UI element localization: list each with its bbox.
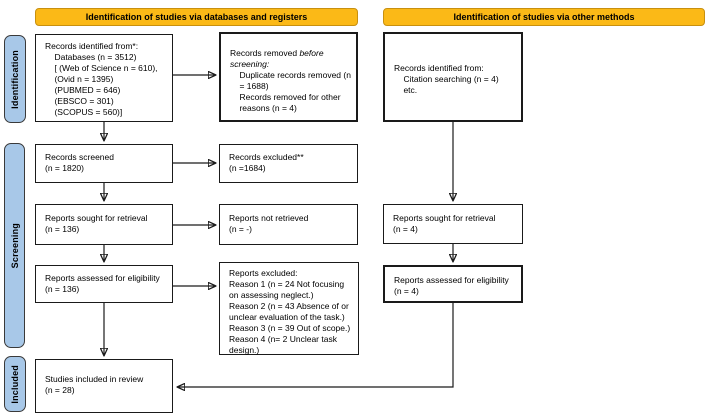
records-identified-other-text: Records identified from: Citation search… [394, 63, 499, 95]
box-records-excluded: Records excluded** (n =1684) [219, 144, 358, 183]
screening-label: Screening [9, 222, 20, 269]
header-databases-registers: Identification of studies via databases … [35, 8, 358, 26]
stage-label-identification: Identification [4, 35, 26, 123]
reports-assessed-other-text: Reports assessed for eligibility (n = 4) [394, 275, 509, 296]
reports-sought-databases-text: Reports sought for retrieval (n = 136) [45, 213, 148, 234]
stage-label-included: Included [4, 356, 26, 412]
included-label: Included [10, 364, 20, 404]
reports-excluded-reasons-text: Reports excluded: Reason 1 (n = 24 Not f… [229, 268, 351, 355]
box-records-screened: Records screened (n = 1820) [35, 144, 173, 183]
header-other-methods: Identification of studies via other meth… [383, 8, 705, 26]
studies-included-text: Studies included in review (n = 28) [45, 374, 144, 395]
records-removed-text: Records removed before screening: Duplic… [230, 48, 352, 114]
box-records-removed-before-screening: Records removed before screening: Duplic… [219, 32, 358, 122]
identification-label: Identification [10, 49, 20, 109]
box-reports-excluded-reasons: Reports excluded: Reason 1 (n = 24 Not f… [219, 262, 359, 355]
reports-assessed-databases-text: Reports assessed for eligibility (n = 13… [45, 273, 160, 294]
reports-sought-other-text: Reports sought for retrieval (n = 4) [393, 213, 496, 234]
box-reports-assessed-other: Reports assessed for eligibility (n = 4) [383, 265, 523, 303]
records-removed-emphasis: before screening: [230, 48, 324, 69]
box-records-identified-other: Records identified from: Citation search… [383, 32, 523, 122]
records-screened-text: Records screened (n = 1820) [45, 152, 114, 173]
records-identified-databases-text: Records identified from*: Databases (n =… [45, 41, 158, 117]
box-reports-sought-other: Reports sought for retrieval (n = 4) [383, 204, 523, 244]
stage-label-screening: Screening [4, 143, 25, 348]
box-reports-not-retrieved: Reports not retrieved (n = -) [219, 204, 358, 245]
records-removed-lead: Records removed [230, 48, 300, 58]
box-records-identified-databases: Records identified from*: Databases (n =… [35, 34, 173, 122]
box-reports-assessed-databases: Reports assessed for eligibility (n = 13… [35, 265, 173, 303]
reports-not-retrieved-text: Reports not retrieved (n = -) [229, 213, 309, 234]
records-excluded-text: Records excluded** (n =1684) [229, 152, 304, 173]
box-studies-included: Studies included in review (n = 28) [35, 359, 173, 413]
header-other-label: Identification of studies via other meth… [453, 12, 635, 22]
records-removed-details: Duplicate records removed (n = 1688) Rec… [239, 70, 351, 113]
box-reports-sought-databases: Reports sought for retrieval (n = 136) [35, 204, 173, 245]
header-databases-label: Identification of studies via databases … [85, 12, 308, 22]
